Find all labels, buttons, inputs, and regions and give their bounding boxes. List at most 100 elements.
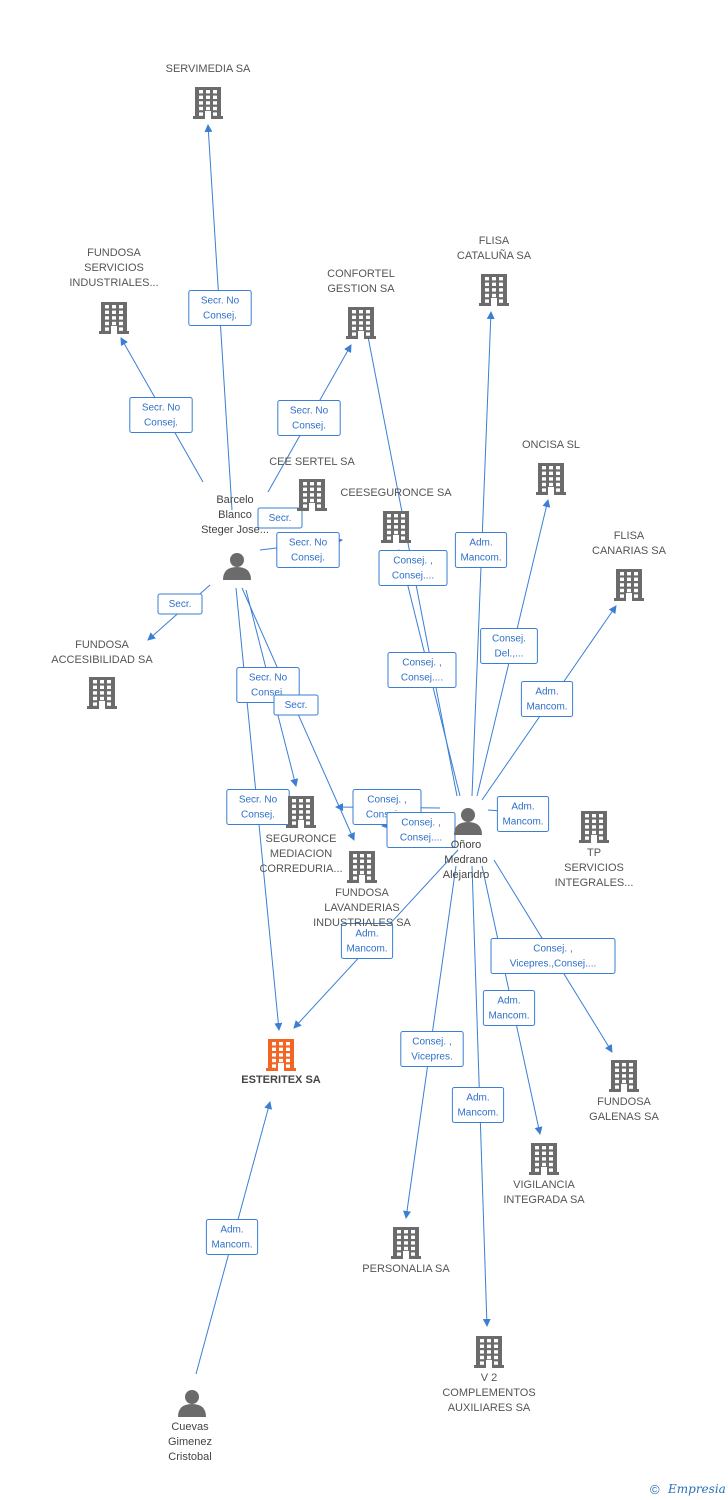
edge-role-text: Consej....: [400, 833, 442, 844]
edge-role-text: Consej.: [291, 553, 325, 564]
building-icon: [87, 677, 117, 709]
company-name-text: FUNDOSA: [87, 247, 141, 259]
company-name-text: SERVIMEDIA SA: [166, 63, 251, 75]
company-name-text: AUXILIARES SA: [448, 1402, 531, 1414]
company-name-text: INTEGRALES...: [555, 877, 634, 889]
company-name-text: PERSONALIA SA: [362, 1263, 450, 1275]
edge-role-text: Adm.: [511, 802, 534, 813]
company-node-tp_servicios[interactable]: TP SERVICIOS INTEGRALES...: [555, 811, 634, 889]
edge-role-text: Consej....: [401, 673, 443, 684]
edge-role-text: Consej. ,: [393, 556, 432, 567]
edge-role-text: Mancom.: [488, 1011, 529, 1022]
edge-role-text: Consej. ,: [412, 1037, 451, 1048]
company-name-text: CONFORTEL: [327, 268, 395, 280]
edge-label-onoro-to-vigilancia[interactable]: Adm.Mancom.: [482, 990, 536, 1026]
edge-role-text: Consej.: [144, 418, 178, 429]
edge-label-barcelo-to-cee_sertel[interactable]: Secr.: [257, 507, 303, 529]
copyright-icon: ©: [650, 1482, 660, 1497]
edge-label-onoro-to-fundosa_lavanderias[interactable]: Consej. ,Consej....: [386, 812, 456, 848]
building-icon: [266, 1039, 296, 1071]
company-name-text: VIGILANCIA: [513, 1179, 575, 1191]
building-icon: [297, 479, 327, 511]
edge-role-text: Secr. No: [289, 538, 328, 549]
edge-role-text: Consej.: [492, 634, 526, 645]
company-name-text: V 2: [481, 1372, 498, 1384]
building-icon: [193, 87, 223, 119]
edge-label-barcelo-to-fundosa_lavanderias[interactable]: Secr.: [273, 694, 319, 716]
edge-label-onoro-to-flisa_cataluna[interactable]: Adm.Mancom.: [454, 532, 508, 568]
brand-logo: Empresia: [667, 1482, 726, 1496]
company-node-personalia[interactable]: PERSONALIA SA: [362, 1227, 450, 1275]
company-name-text: SEGURONCE: [266, 833, 337, 845]
edge-label-onoro-to-ceeseguronce[interactable]: Consej. ,Consej....: [378, 550, 448, 586]
company-node-servimedia[interactable]: SERVIMEDIA SA: [166, 63, 251, 119]
edge-role-text: Consej.: [292, 421, 326, 432]
company-name-text: ONCISA SL: [522, 439, 580, 451]
edge-role-text: Adm.: [466, 1093, 489, 1104]
company-name-text: FLISA: [614, 530, 645, 542]
building-icon: [391, 1227, 421, 1259]
edge-role-text: Adm.: [355, 929, 378, 940]
edge-label-cuevas-to-esteritex[interactable]: Adm.Mancom.: [205, 1219, 259, 1255]
footer-brand[interactable]: © Empresia: [650, 1482, 726, 1497]
edge-label-onoro-to-flisa_canarias[interactable]: Adm.Mancom.: [520, 681, 574, 717]
person-icon: [454, 808, 482, 835]
edge-label-onoro-to-tp_servicios[interactable]: Adm.Mancom.: [496, 796, 550, 832]
edge-label-onoro-to-esteritex[interactable]: Adm. Mancom.: [340, 923, 394, 959]
edge-role-text: Del.,...: [495, 649, 524, 660]
person-name-text: Alejandro: [443, 869, 489, 881]
company-name-text: FUNDOSA: [597, 1096, 651, 1108]
edge-label-onoro-to-oncisa[interactable]: Consej. Del.,...: [480, 628, 538, 664]
building-icon: [347, 851, 377, 883]
building-icon: [346, 307, 376, 339]
company-node-oncisa[interactable]: ONCISA SL: [522, 439, 580, 495]
edge-label-barcelo-to-fundosa_accesibilidad[interactable]: Secr.: [157, 593, 203, 615]
edge-role-text: Consej.: [241, 810, 275, 821]
edge-label-onoro-to-confortel[interactable]: Consej. , Consej....: [387, 652, 457, 688]
edge-role-text: Mancom.: [346, 944, 387, 955]
building-icon: [99, 302, 129, 334]
company-node-esteritex[interactable]: ESTERITEX SA: [241, 1039, 321, 1086]
company-node-seguronce[interactable]: SEGURONCEMEDIACIONCORREDURIA...: [259, 796, 343, 875]
edge-role-text: Consej. ,: [367, 795, 406, 806]
edge-role-text: Secr. No: [201, 296, 240, 307]
company-node-cee_sertel[interactable]: CEE SERTEL SA: [269, 456, 355, 511]
company-name-text: INDUSTRIALES SA: [313, 917, 411, 929]
edge-label-onoro-to-v2[interactable]: Adm.Mancom.: [451, 1087, 505, 1123]
edge-role-text: Consej. ,: [402, 658, 441, 669]
edge-label-barcelo-to-ceeseguronce[interactable]: Secr. No Consej.: [276, 532, 340, 568]
edge-role-text: Vicepres.,Consej....: [510, 959, 597, 970]
building-icon: [609, 1060, 639, 1092]
company-node-fundosa_servicios[interactable]: FUNDOSASERVICIOSINDUSTRIALES...: [69, 247, 159, 334]
company-name-text: TP: [587, 847, 601, 859]
edge-role-text: Mancom.: [460, 553, 501, 564]
company-name-text: SERVICIOS: [564, 862, 624, 874]
company-name-text: INDUSTRIALES...: [69, 277, 158, 289]
person-name-text: Gimenez: [168, 1436, 212, 1448]
person-name-text: Medrano: [444, 854, 487, 866]
edge-role-text: Secr.: [285, 700, 308, 711]
company-node-ceeseguronce[interactable]: CEESEGURONCE SA: [340, 487, 452, 543]
edge-label-onoro-to-personalia[interactable]: Consej. ,Vicepres.: [400, 1031, 464, 1067]
edge-role-text: Secr. No: [249, 673, 288, 684]
edge-label-onoro-to-fundosa_galenas[interactable]: Consej. ,Vicepres.,Consej....: [490, 938, 616, 974]
company-name-text: CATALUÑA SA: [457, 249, 532, 262]
company-name-text: ACCESIBILIDAD SA: [51, 654, 153, 666]
